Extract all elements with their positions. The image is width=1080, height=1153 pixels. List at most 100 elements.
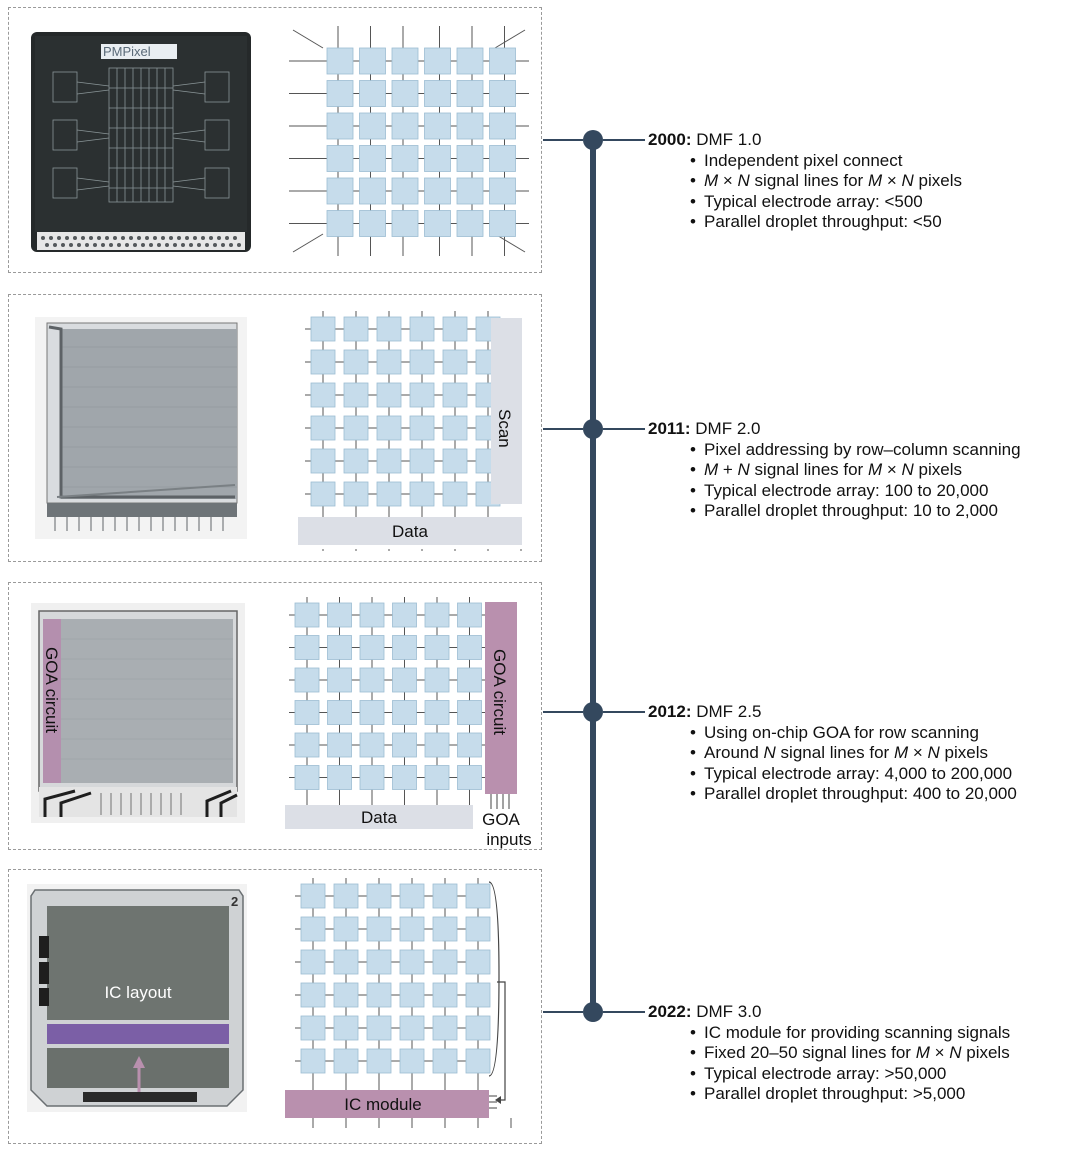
electrode-pad (399, 1048, 425, 1074)
ic-module-label: IC module (344, 1095, 421, 1114)
electrode-pad (409, 448, 435, 474)
electrode-pad (333, 1048, 359, 1074)
electrode-pad (294, 732, 320, 758)
electrode-pad (310, 481, 336, 507)
chip-logo-text: PMPixel (103, 44, 151, 59)
panel-dmf3: 2 2 IC layout IC module (8, 869, 542, 1144)
lead-dmf3 (603, 1011, 645, 1013)
electrode-pad (294, 765, 320, 790)
electrode-pad (399, 916, 425, 942)
electrode-pad (327, 765, 352, 790)
entry-bullet: Around N signal lines for M × N pixels (648, 743, 1017, 764)
electrode-pad (333, 949, 359, 975)
entry-bullet: Typical electrode array: <500 (648, 192, 962, 213)
electrode-pad (310, 382, 336, 408)
entry-year: 2000: (648, 130, 692, 149)
entry-bullet: Independent pixel connect (648, 151, 962, 172)
electrode-pad (294, 700, 320, 725)
electrode-pad (391, 47, 419, 75)
electrode-pad (465, 982, 491, 1008)
electrode-pad (300, 883, 326, 909)
svg-text:2: 2 (231, 894, 238, 909)
pixel-wiring-diagram-dmf1 (289, 26, 529, 256)
electrode-pad (424, 700, 450, 725)
electrode-pad (366, 1048, 392, 1074)
data-bar (285, 805, 473, 829)
electrode-pad (442, 349, 468, 375)
connector-dmf1 (543, 139, 583, 141)
electrode-pad (376, 481, 402, 507)
electrode-pad (456, 112, 484, 140)
ic-module-bar (285, 1090, 489, 1118)
row-column-scan-diagram: Scan Data (298, 311, 522, 551)
electrode-pad (376, 448, 402, 474)
entry-year: 2012: (648, 702, 692, 721)
electrode-pad (366, 1015, 392, 1041)
electrode-pad (489, 47, 516, 75)
goa-scan-diagram: GOA circuit Data GOA inputs (285, 597, 532, 849)
timeline-entry-2012: 2012: DMF 2.5 Using on-chip GOA for row … (648, 702, 1017, 805)
electrode-pad (442, 382, 468, 408)
electrode-pad (424, 602, 450, 628)
electrode-pad (327, 667, 352, 693)
goa-circuit-label: GOA circuit (490, 649, 509, 735)
electrode-pad (327, 635, 352, 660)
entry-title: DMF 3.0 (696, 1002, 762, 1021)
data-bar (298, 517, 522, 545)
entry-bullet: IC module for providing scanning signals (648, 1023, 1010, 1044)
electrode-pad (366, 949, 392, 975)
electrode-pad (442, 316, 468, 342)
electrode-pad (391, 145, 419, 172)
chip-photo-dmf2 (35, 317, 247, 539)
panel-dmf25: GOA circuit GOA circuit Data GOA inputs (8, 582, 542, 850)
electrode-pad (300, 949, 326, 975)
electrode-pad (366, 883, 392, 909)
timeline-node-2022 (583, 1002, 603, 1022)
electrode-pad (465, 1048, 491, 1074)
electrode-pad (424, 635, 450, 660)
electrode-pad (359, 700, 385, 725)
electrode-pad (359, 635, 385, 660)
electrode-pad (424, 732, 450, 758)
electrode-pad (391, 177, 419, 205)
entry-bullet: Fixed 20–50 signal lines for M × N pixel… (648, 1043, 1010, 1064)
electrode-pad (333, 982, 359, 1008)
panel-dmf1: PMPixel (8, 7, 542, 273)
electrode-pad (300, 982, 326, 1008)
electrode-pad (424, 765, 450, 790)
chip-photo-dmf25: GOA circuit (31, 603, 245, 823)
electrode-pad (432, 1048, 458, 1074)
electrode-pad (489, 145, 516, 172)
electrode-pad (457, 635, 482, 660)
electrode-pad (359, 177, 386, 205)
electrode-pad (392, 700, 417, 725)
electrode-pad (489, 112, 516, 140)
electrode-pad (326, 47, 354, 75)
electrode-pad (465, 916, 491, 942)
goa-inputs-label-line2: inputs (486, 830, 531, 849)
electrode-pad (343, 316, 369, 342)
goa-inputs-label-line1: GOA (482, 810, 520, 829)
connector-dmf25 (543, 711, 583, 713)
electrode-pad (359, 732, 385, 758)
electrode-pad (457, 667, 482, 693)
electrode-pad (457, 732, 482, 758)
electrode-pad (326, 177, 354, 205)
electrode-pad (409, 316, 435, 342)
electrode-pad (399, 949, 425, 975)
electrode-pad (310, 415, 336, 441)
electrode-pad (376, 382, 402, 408)
electrode-pad (343, 349, 369, 375)
electrode-pad (343, 481, 369, 507)
electrode-pad (424, 667, 450, 693)
electrode-pad (343, 415, 369, 441)
electrode-pad (424, 210, 451, 237)
entry-bullet: Parallel droplet throughput: 10 to 2,000 (648, 501, 1021, 522)
ic-layout-label: IC layout (104, 983, 171, 1002)
electrode-pad (294, 667, 320, 693)
electrode-pad (310, 448, 336, 474)
electrode-pad (399, 982, 425, 1008)
entry-bullet: Typical electrode array: 100 to 20,000 (648, 481, 1021, 502)
entry-bullet: Typical electrode array: 4,000 to 200,00… (648, 764, 1017, 785)
lead-dmf25 (603, 711, 645, 713)
